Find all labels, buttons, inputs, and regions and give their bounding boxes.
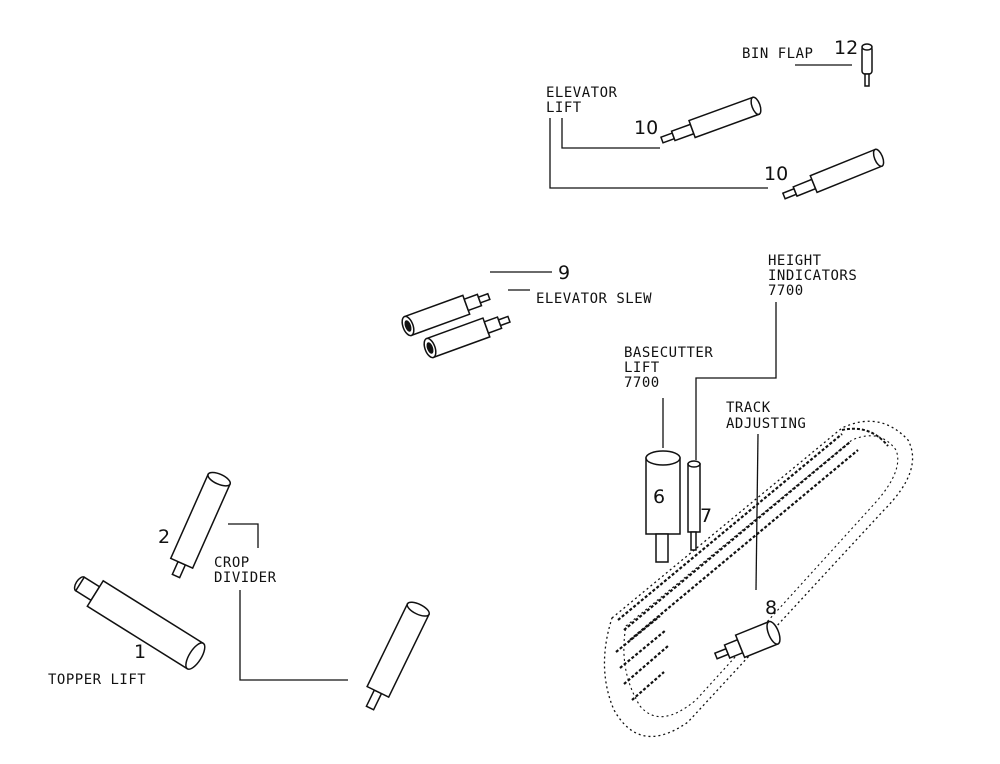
elevator-lift-upper-number: 10: [634, 117, 658, 139]
elevator-lift-upper-leader: [561, 118, 660, 149]
track-adjusting-number: 8: [765, 597, 777, 619]
elevator-slew-cylinder-upper: [401, 292, 491, 337]
topper-lift-group: 1 TOPPER LIFT: [48, 576, 206, 688]
height-indicators-label-line1: HEIGHT: [768, 253, 822, 269]
crop-divider-upper-leader: [228, 523, 259, 548]
bin-flap-number: 12: [834, 37, 858, 59]
track-adjusting-label-line1: TRACK: [726, 400, 771, 416]
basecutter-lift-cylinder: [645, 450, 681, 563]
crop-divider-upper-number: 2: [158, 526, 170, 548]
basecutter-lift-number: 6: [653, 486, 665, 508]
elevator-slew-cylinder-lower: [423, 315, 511, 359]
basecutter-lift-label-line2: LIFT: [624, 360, 660, 376]
crop-divider-label-line2: DIVIDER: [214, 570, 277, 586]
track-adjusting-leader: [755, 433, 759, 591]
elevator-lift-cylinder-upper: [660, 96, 762, 144]
bin-flap-group: BIN FLAP 12: [742, 37, 873, 87]
track-adjusting-label-line2: ADJUSTING: [726, 416, 806, 432]
elevator-lift-lower-number: 10: [764, 163, 788, 185]
crop-divider-group: 2 CROP DIVIDER 2: [158, 471, 431, 711]
height-indicators-group: HEIGHT INDICATORS 7700 7: [687, 253, 857, 551]
elevator-slew-number: 9: [558, 262, 570, 284]
bin-flap-label: BIN FLAP: [742, 46, 813, 62]
crop-divider-lower-leader: [239, 590, 348, 681]
crop-divider-cylinder-lower: [365, 601, 431, 711]
elevator-slew-label: ELEVATOR SLEW: [536, 291, 652, 307]
topper-lift-number: 1: [134, 641, 146, 663]
elevator-lift-label-line1: ELEVATOR: [546, 85, 618, 101]
height-indicators-label-line3: 7700: [768, 283, 804, 299]
height-indicators-leader: [695, 302, 777, 460]
elevator-lift-label-line2: LIFT: [546, 100, 582, 116]
elevator-lift-cylinder-lower: [781, 148, 885, 200]
topper-lift-label: TOPPER LIFT: [48, 672, 146, 688]
track-shoes: [615, 433, 859, 701]
elevator-lift-lower-leader: [549, 118, 768, 189]
crop-divider-cylinder-upper: [169, 471, 232, 579]
height-indicators-number: 7: [700, 505, 712, 527]
elevator-lift-group: ELEVATOR LIFT 10 10: [546, 85, 885, 200]
crop-divider-label-line1: CROP: [214, 555, 250, 571]
track-adjusting-cylinder: [713, 620, 781, 660]
height-indicators-label-line2: INDICATORS: [768, 268, 857, 284]
bin-flap-cylinder: [861, 43, 873, 87]
track-assembly: TRACK ADJUSTING 8: [603, 400, 914, 738]
basecutter-lift-label-line3: 7700: [624, 375, 660, 391]
topper-lift-cylinder: [73, 576, 206, 670]
height-indicator-rod: [687, 460, 701, 551]
elevator-slew-group: 9 ELEVATOR SLEW: [401, 262, 652, 359]
basecutter-lift-label-line1: BASECUTTER: [624, 345, 713, 361]
basecutter-lift-group: BASECUTTER LIFT 7700 6: [624, 345, 713, 563]
